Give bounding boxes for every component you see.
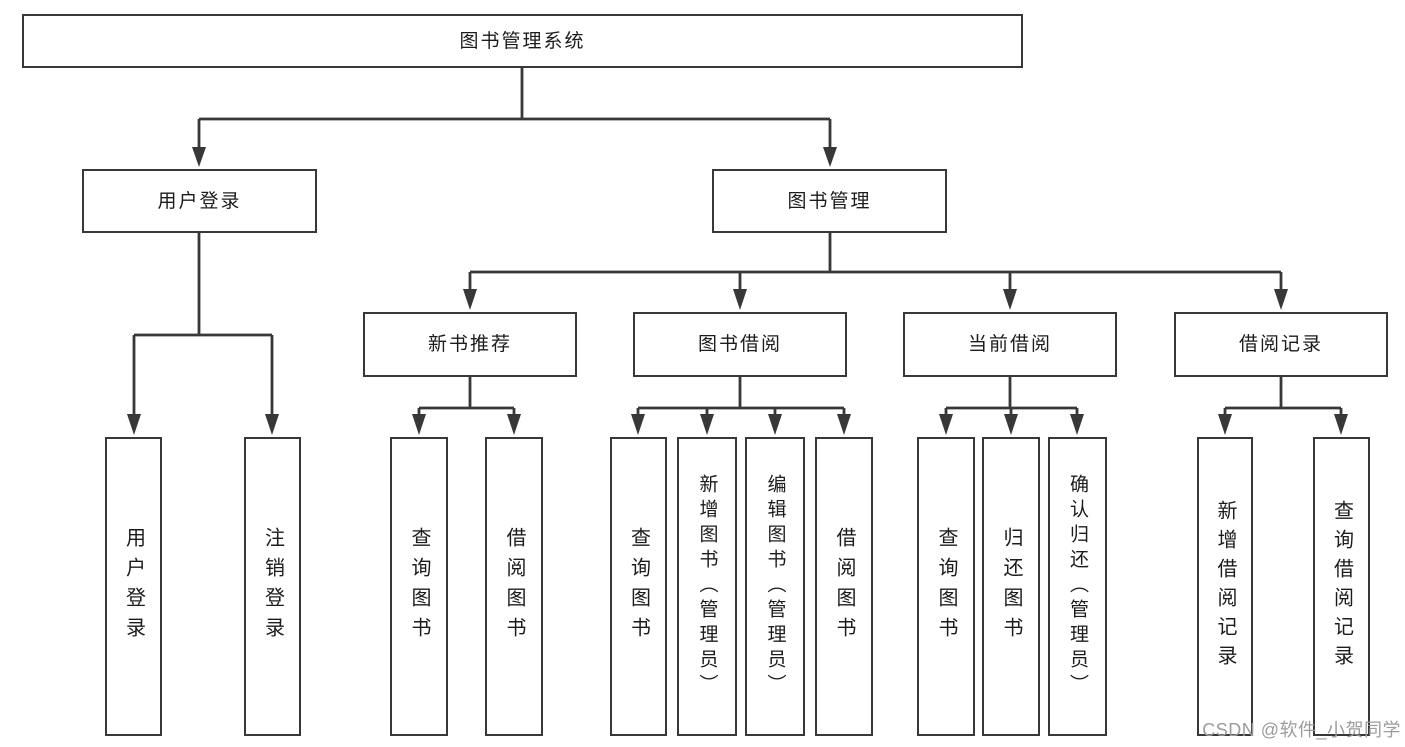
node-label: 借阅图书	[503, 526, 525, 647]
node-label: 新增图书（管理员）	[696, 474, 718, 699]
node-label: 当前借阅	[967, 334, 1052, 355]
node-library-management-system: 图书管理系统	[22, 14, 1023, 68]
node-leaf-logout: 注销登录	[244, 437, 301, 736]
node-leaf-query-borrow-record: 查询借阅记录	[1313, 437, 1370, 736]
node-leaf-add-book-admin: 新增图书（管理员）	[677, 437, 737, 736]
node-current-borrow: 当前借阅	[903, 312, 1117, 377]
node-label: 确认归还（管理员）	[1067, 474, 1088, 699]
node-label: 新增借阅记录	[1214, 499, 1236, 674]
node-label: 查询借阅记录	[1330, 499, 1353, 674]
node-label: 借阅图书	[833, 526, 855, 647]
node-leaf-edit-book-admin: 编辑图书（管理员）	[745, 437, 805, 736]
node-user-login-group: 用户登录	[82, 169, 317, 233]
node-label: 查询图书	[627, 526, 650, 647]
node-leaf-borrow-books-2: 借阅图书	[815, 437, 873, 736]
node-leaf-user-login: 用户登录	[105, 437, 162, 736]
node-label: 用户登录	[157, 190, 242, 212]
node-leaf-confirm-return-admin: 确认归还（管理员）	[1048, 437, 1107, 736]
node-label: 用户登录	[122, 526, 145, 647]
node-borrow-records: 借阅记录	[1174, 312, 1388, 377]
node-label: 注销登录	[261, 526, 284, 647]
node-label: 借阅记录	[1238, 334, 1323, 355]
node-leaf-add-borrow-record: 新增借阅记录	[1197, 437, 1253, 736]
node-label: 图书管理系统	[459, 30, 586, 52]
node-new-book-recommend: 新书推荐	[363, 312, 577, 377]
node-label: 图书借阅	[697, 334, 782, 355]
node-label: 编辑图书（管理员）	[764, 474, 786, 699]
watermark: CSDN @软件_小贺同学	[1202, 720, 1401, 740]
node-book-borrow: 图书借阅	[633, 312, 847, 377]
node-label: 查询图书	[408, 526, 430, 647]
node-leaf-query-books-1: 查询图书	[390, 437, 448, 736]
node-book-management: 图书管理	[712, 169, 947, 233]
node-leaf-query-books-3: 查询图书	[917, 437, 975, 736]
node-label: 查询图书	[935, 526, 957, 647]
node-label: 新书推荐	[427, 334, 512, 355]
node-label: 归还图书	[1000, 526, 1022, 647]
node-leaf-borrow-books-1: 借阅图书	[485, 437, 543, 736]
node-leaf-return-book: 归还图书	[982, 437, 1040, 736]
node-label: 图书管理	[787, 190, 872, 212]
node-leaf-query-books-2: 查询图书	[610, 437, 667, 736]
